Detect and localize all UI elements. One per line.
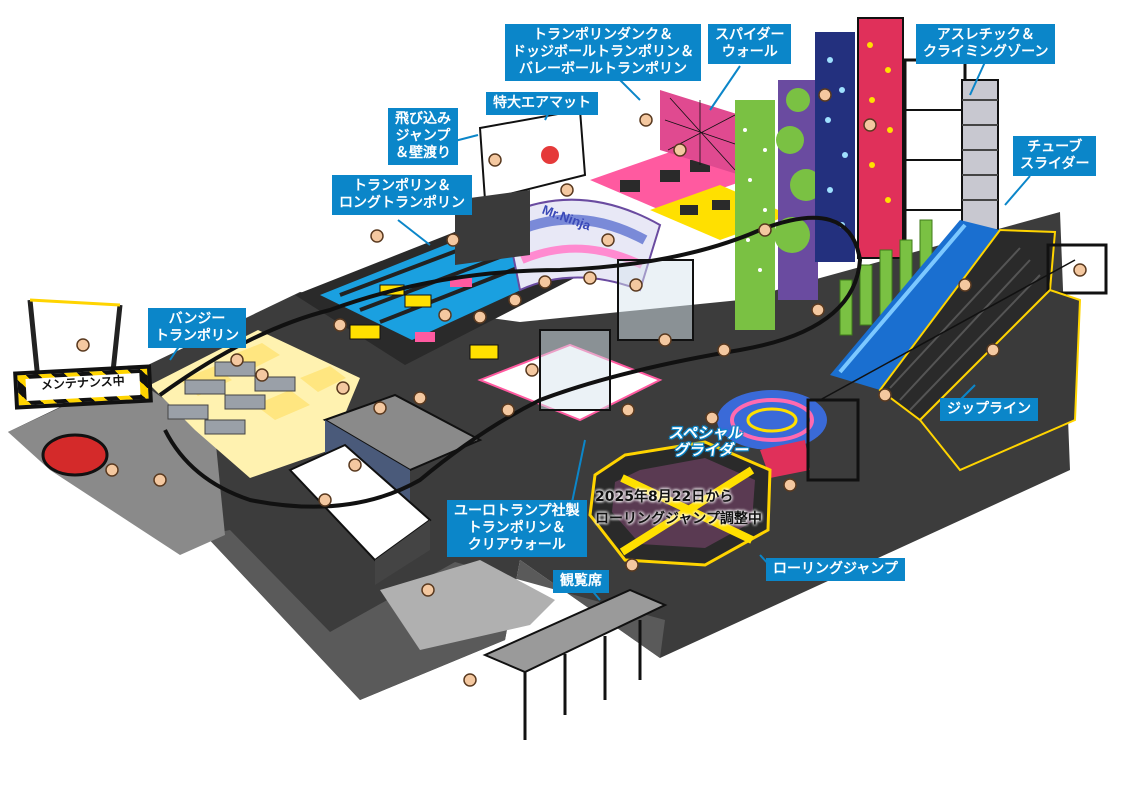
label-trampoline-long: トランポリン＆ ロングトランポリン: [332, 175, 472, 215]
label-jump-in: 飛び込み ジャンプ ＆壁渡り: [388, 108, 458, 165]
label-zipline: ジップライン: [940, 398, 1038, 421]
label-bungee: バンジー トランポリン: [148, 308, 246, 348]
label-special-glider-line2: グライダー: [673, 441, 751, 459]
label-trampoline-dunk-line1: トランポリンダンク＆: [533, 27, 673, 43]
glider-frame: [806, 398, 860, 482]
notice-line1: 2025年8月22日から: [595, 489, 734, 505]
label-spider-wall-line1: スパイダー: [715, 27, 785, 43]
zipline-tower: [1046, 243, 1108, 295]
stands-floor: [380, 560, 555, 650]
label-trampoline-dunk-line2: ドッジボールトランポリン＆: [512, 44, 694, 60]
label-jump-in-line3: ＆壁渡り: [395, 145, 451, 161]
label-euro-trampoline: ユーロトランプ社製 トランポリン＆ クリアウォール: [447, 500, 587, 557]
label-euro-line3: クリアウォール: [467, 537, 566, 553]
climbing-wall-navy: [815, 32, 855, 262]
people: [76, 88, 1087, 687]
label-trampoline-dunk-line3: バレーボールトランポリン: [519, 61, 687, 77]
label-trampoline-long-line2: ロングトランポリン: [339, 195, 465, 211]
label-tube-slider-line1: チューブ: [1027, 139, 1083, 155]
label-trampoline-long-line1: トランポリン＆: [353, 178, 451, 194]
climbing-wall-green: [735, 100, 775, 330]
label-spider-wall: スパイダー ウォール: [708, 24, 792, 64]
label-special-glider-line1: スペシャル: [668, 424, 745, 442]
label-euro-line1: ユーロトランプ社製: [454, 503, 580, 519]
label-bungee-line1: バンジー: [168, 311, 226, 327]
ladder-wall: [961, 79, 999, 231]
label-euro-line2: トランポリン＆: [467, 520, 566, 536]
clear-wall-right: [617, 259, 694, 341]
tube-track: [158, 215, 863, 509]
maintenance-sign-text: メンテナンス中: [25, 373, 141, 401]
label-spider-wall-line2: ウォール: [721, 44, 778, 60]
maintenance-sign: メンテナンス中: [13, 364, 153, 410]
label-special-glider: スペシャル グライダー: [666, 424, 753, 459]
seating: [167, 361, 296, 435]
label-jump-in-line1: 飛び込み: [395, 111, 451, 127]
label-tube-slider-line2: スライダー: [1020, 156, 1090, 172]
tube-slider: [830, 220, 1000, 390]
stands-platform: [482, 588, 668, 674]
label-tube-slider: チューブ スライダー: [1013, 136, 1097, 176]
climbing-wall-red: [857, 17, 904, 259]
rolling-jump-notice: 2025年8月22日から ローリングジャンプ調整中: [595, 486, 762, 530]
zipline-deck: [918, 288, 1082, 472]
label-rolling-jump: ローリングジャンプ: [766, 558, 905, 581]
label-trampoline-dunk: トランポリンダンク＆ ドッジボールトランポリン＆ バレーボールトランポリン: [505, 24, 701, 81]
label-air-mat: 特大エアマット: [486, 92, 598, 115]
label-bungee-line2: トランポリン: [155, 328, 239, 344]
label-athletic: アスレチック＆ クライミングゾーン: [916, 24, 1056, 64]
label-athletic-line2: クライミングゾーン: [923, 44, 1049, 60]
label-stands: 観覧席: [553, 570, 609, 593]
notice-line2: ローリングジャンプ調整中: [595, 511, 762, 527]
label-athletic-line1: アスレチック＆: [936, 27, 1035, 43]
slider-stairs: [878, 228, 1057, 422]
bungee-trampoline: [41, 433, 109, 477]
label-jump-in-line2: ジャンプ: [395, 128, 451, 144]
